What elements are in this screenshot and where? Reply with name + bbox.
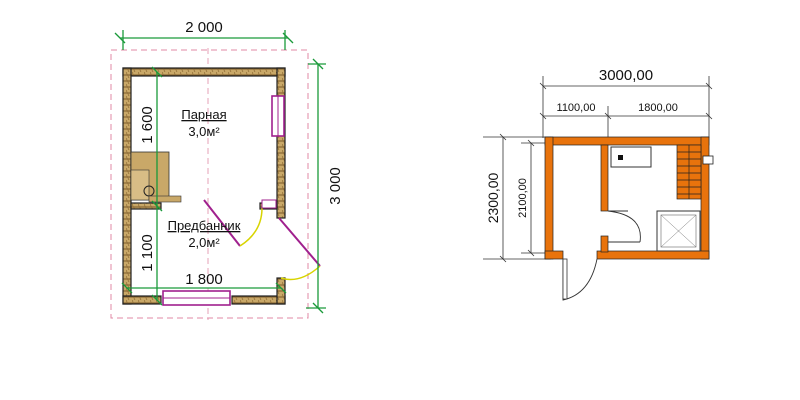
room-anteroom-area: 2,0м² bbox=[188, 235, 220, 250]
right-entry-door bbox=[562, 258, 598, 301]
vent bbox=[702, 155, 714, 165]
outer-door-swing bbox=[280, 265, 321, 281]
room-steam-name: Парная bbox=[181, 107, 226, 122]
dim-left-lower: 1 100 bbox=[139, 234, 156, 272]
dim-total-width: 3000,00 bbox=[599, 67, 653, 84]
stove-ledge bbox=[148, 195, 182, 203]
left-plan: 2 000 3 000 1 600 1 100 1 800 Парная 3,0… bbox=[110, 19, 344, 320]
dim-right-part: 1800,00 bbox=[638, 102, 678, 114]
dim-top-width: 2 000 bbox=[185, 19, 223, 36]
bench bbox=[676, 144, 702, 200]
room-steam-area: 3,0м² bbox=[188, 124, 220, 139]
dim-inner-width: 1 800 bbox=[185, 271, 223, 288]
inner-door-swing bbox=[239, 207, 263, 247]
dim-left-part: 1100,00 bbox=[557, 102, 596, 114]
partition-left bbox=[130, 202, 162, 210]
dim-outer-height: 2300,00 bbox=[485, 172, 501, 223]
inner-door-leaf bbox=[203, 199, 241, 247]
right-plan: 3000,00 1100,00 1800,00 2300,00 2100,00 bbox=[483, 67, 714, 301]
dim-inner-height: 2100,00 bbox=[517, 178, 529, 218]
outer-guide bbox=[110, 49, 309, 319]
room-anteroom-name: Предбанник bbox=[168, 218, 241, 233]
dimension-lines bbox=[114, 30, 326, 314]
right-stove bbox=[610, 146, 652, 168]
wall-bottom-left bbox=[122, 295, 162, 305]
right-inner-door bbox=[607, 210, 641, 243]
right-dimension-lines bbox=[483, 76, 713, 263]
dim-right-height: 3 000 bbox=[327, 167, 344, 205]
wall-right bbox=[276, 67, 286, 219]
wall-left bbox=[122, 67, 132, 305]
dim-left-upper: 1 600 bbox=[139, 106, 156, 144]
outer-door-leaf bbox=[278, 217, 321, 267]
wall-top bbox=[122, 67, 286, 77]
